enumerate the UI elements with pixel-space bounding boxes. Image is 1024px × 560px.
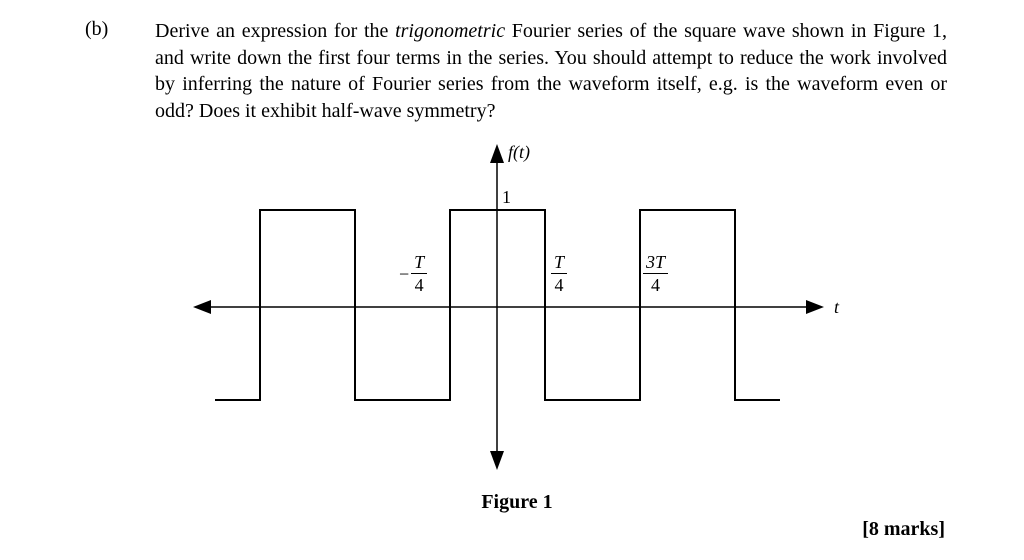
- fraction-denominator: 4: [414, 275, 424, 295]
- marks-label: [8 marks]: [862, 518, 945, 540]
- question-text-end: Fourier series of the square wave shown …: [155, 20, 947, 122]
- fraction-denominator: 4: [554, 275, 564, 295]
- question-text: Derive an expression for the trigonometr…: [155, 18, 947, 124]
- f-axis-top-arrow: [490, 144, 504, 163]
- minus-sign: −: [399, 263, 410, 284]
- t-axis-label: t: [834, 297, 840, 317]
- f-axis-label: f(t): [508, 142, 530, 163]
- fraction-numerator: 3T: [643, 253, 669, 274]
- tick-label-3T-over-4: 3T 4: [643, 253, 669, 295]
- square-wave-curve: [215, 209, 780, 401]
- fraction: T 4: [551, 253, 568, 295]
- tick-label-T-over-4: T 4: [551, 253, 568, 295]
- f-axis-bottom-arrow: [490, 451, 504, 470]
- question-part-label: (b): [85, 18, 109, 40]
- question-text-italic-word: trigonometric: [395, 20, 506, 42]
- t-axis-right-arrow: [806, 300, 824, 314]
- tick-label-minus-T-over-4: − T 4: [399, 253, 428, 295]
- figure-caption: Figure 1: [481, 491, 553, 513]
- fraction-numerator: T: [551, 253, 568, 274]
- fraction: 3T 4: [643, 253, 669, 295]
- question-text-start: Derive an expression for the: [155, 20, 396, 42]
- t-axis-left-arrow: [193, 300, 211, 314]
- fraction: T 4: [411, 253, 428, 295]
- fraction-numerator: T: [411, 253, 428, 274]
- amplitude-label: 1: [502, 187, 511, 207]
- fraction-denominator: 4: [651, 275, 660, 295]
